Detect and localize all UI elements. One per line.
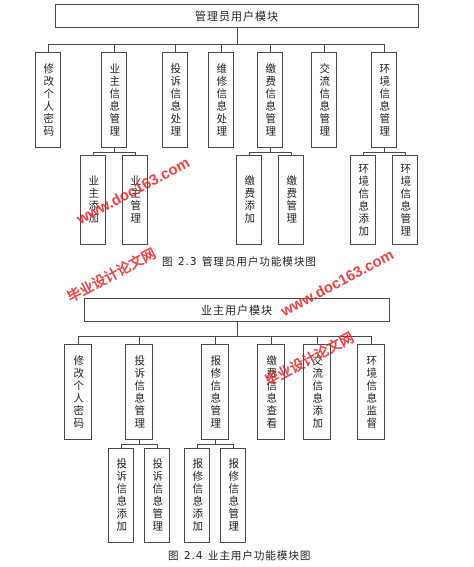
admin-child-box: 业主管理 bbox=[122, 155, 148, 245]
admin-module-box: 交流信息管理 bbox=[311, 52, 337, 148]
admin-module-connector bbox=[48, 44, 49, 52]
admin-module-connector bbox=[384, 44, 385, 52]
owner-module-connector bbox=[271, 336, 272, 344]
owner-module-connector bbox=[139, 336, 140, 344]
admin-module-box: 业主信息管理 bbox=[101, 52, 127, 148]
admin-module-box: 修改个人密码 bbox=[35, 52, 61, 148]
admin-child-box-label: 缴费添加 bbox=[243, 175, 256, 225]
admin-child-connector bbox=[93, 152, 94, 155]
owner-module-box: 投诉信息管理 bbox=[125, 344, 153, 440]
owner-module-box-label: 修改个人密码 bbox=[72, 354, 85, 430]
admin-child-connector bbox=[135, 152, 136, 155]
admin-child-box: 业主添加 bbox=[80, 155, 106, 245]
owner-module-connector bbox=[78, 336, 79, 344]
admin-module-box-label: 投诉信息处理 bbox=[169, 62, 182, 138]
owner-child-box: 报修信息添加 bbox=[184, 448, 210, 543]
admin-sub-connector bbox=[114, 148, 115, 152]
admin-sub-bus bbox=[93, 152, 136, 153]
admin-root-box-label: 管理员用户模块 bbox=[195, 10, 279, 23]
admin-module-box-label: 修改个人密码 bbox=[42, 62, 55, 138]
owner-root-box: 业主用户模块 bbox=[84, 298, 390, 322]
admin-child-box-label: 环境信息添加 bbox=[357, 162, 370, 238]
admin-child-box-label: 业主管理 bbox=[129, 175, 142, 225]
owner-child-box-label: 报修信息添加 bbox=[191, 458, 204, 533]
owner-bus-line bbox=[78, 336, 372, 337]
figure-caption: 图 2.4 业主用户功能模块图 bbox=[168, 550, 312, 562]
owner-module-connector bbox=[317, 336, 318, 344]
admin-module-connector bbox=[114, 44, 115, 52]
owner-module-box: 交流信息添加 bbox=[303, 344, 331, 440]
admin-sub-connector bbox=[384, 148, 385, 152]
admin-module-box-label: 交流信息管理 bbox=[318, 62, 331, 138]
admin-sub-bus bbox=[363, 152, 406, 153]
admin-child-connector bbox=[249, 152, 250, 155]
admin-module-connector bbox=[324, 44, 325, 52]
admin-module-box: 缴费信息管理 bbox=[257, 52, 283, 148]
admin-child-box: 环境信息添加 bbox=[350, 155, 376, 245]
owner-module-box: 环境信息监督 bbox=[357, 344, 385, 440]
admin-sub-connector bbox=[270, 148, 271, 152]
admin-child-connector bbox=[363, 152, 364, 155]
owner-child-connector bbox=[157, 444, 158, 448]
owner-sub-connector bbox=[215, 440, 216, 444]
admin-bus-line bbox=[48, 44, 385, 45]
admin-module-box: 环境信息管理 bbox=[371, 52, 397, 148]
owner-child-box: 投诉信息添加 bbox=[108, 448, 134, 543]
owner-module-connector bbox=[215, 336, 216, 344]
admin-module-box: 投诉信息处理 bbox=[162, 52, 188, 148]
admin-child-connector bbox=[291, 152, 292, 155]
owner-module-box: 修改个人密码 bbox=[64, 344, 92, 440]
owner-child-box-label: 投诉信息添加 bbox=[115, 458, 128, 533]
owner-sub-connector bbox=[139, 440, 140, 444]
owner-module-box-label: 交流信息添加 bbox=[311, 354, 324, 430]
owner-child-connector bbox=[197, 444, 198, 448]
admin-root-box: 管理员用户模块 bbox=[55, 4, 419, 28]
admin-module-box-label: 缴费信息管理 bbox=[264, 62, 277, 138]
admin-child-box-label: 缴费管理 bbox=[285, 175, 298, 225]
owner-root-box-label: 业主用户模块 bbox=[201, 304, 273, 317]
owner-sub-bus bbox=[121, 444, 158, 445]
admin-module-box-label: 维修信息处理 bbox=[215, 62, 228, 138]
admin-child-box-label: 业主添加 bbox=[87, 175, 100, 225]
owner-module-box-label: 报修信息管理 bbox=[209, 354, 222, 430]
owner-child-box-label: 投诉信息管理 bbox=[151, 458, 164, 533]
figure-caption: 图 2.3 管理员用户功能模块图 bbox=[162, 256, 317, 268]
owner-child-box: 投诉信息管理 bbox=[144, 448, 170, 543]
admin-module-connector bbox=[270, 44, 271, 52]
admin-child-box: 缴费管理 bbox=[278, 155, 304, 245]
owner-module-box-label: 环境信息监督 bbox=[365, 354, 378, 430]
owner-module-box: 报修信息管理 bbox=[201, 344, 229, 440]
owner-module-connector bbox=[371, 336, 372, 344]
owner-module-box: 缴费信息查看 bbox=[257, 344, 285, 440]
owner-root-connector bbox=[237, 322, 238, 336]
owner-sub-bus bbox=[197, 444, 234, 445]
admin-module-box-label: 业主信息管理 bbox=[108, 62, 121, 138]
admin-child-connector bbox=[405, 152, 406, 155]
admin-sub-bus bbox=[249, 152, 292, 153]
admin-module-box-label: 环境信息管理 bbox=[378, 62, 391, 138]
owner-module-box-label: 投诉信息管理 bbox=[133, 354, 146, 430]
owner-child-box: 报修信息管理 bbox=[220, 448, 246, 543]
admin-child-box: 环境信息管理 bbox=[392, 155, 418, 245]
admin-child-box-label: 环境信息管理 bbox=[399, 162, 412, 238]
admin-root-connector bbox=[237, 28, 238, 44]
admin-module-connector bbox=[175, 44, 176, 52]
owner-module-box-label: 缴费信息查看 bbox=[265, 354, 278, 430]
admin-module-connector bbox=[221, 44, 222, 52]
admin-child-box: 缴费添加 bbox=[236, 155, 262, 245]
owner-child-box-label: 报修信息管理 bbox=[227, 458, 240, 533]
owner-child-connector bbox=[233, 444, 234, 448]
owner-child-connector bbox=[121, 444, 122, 448]
admin-module-box: 维修信息处理 bbox=[208, 52, 234, 148]
